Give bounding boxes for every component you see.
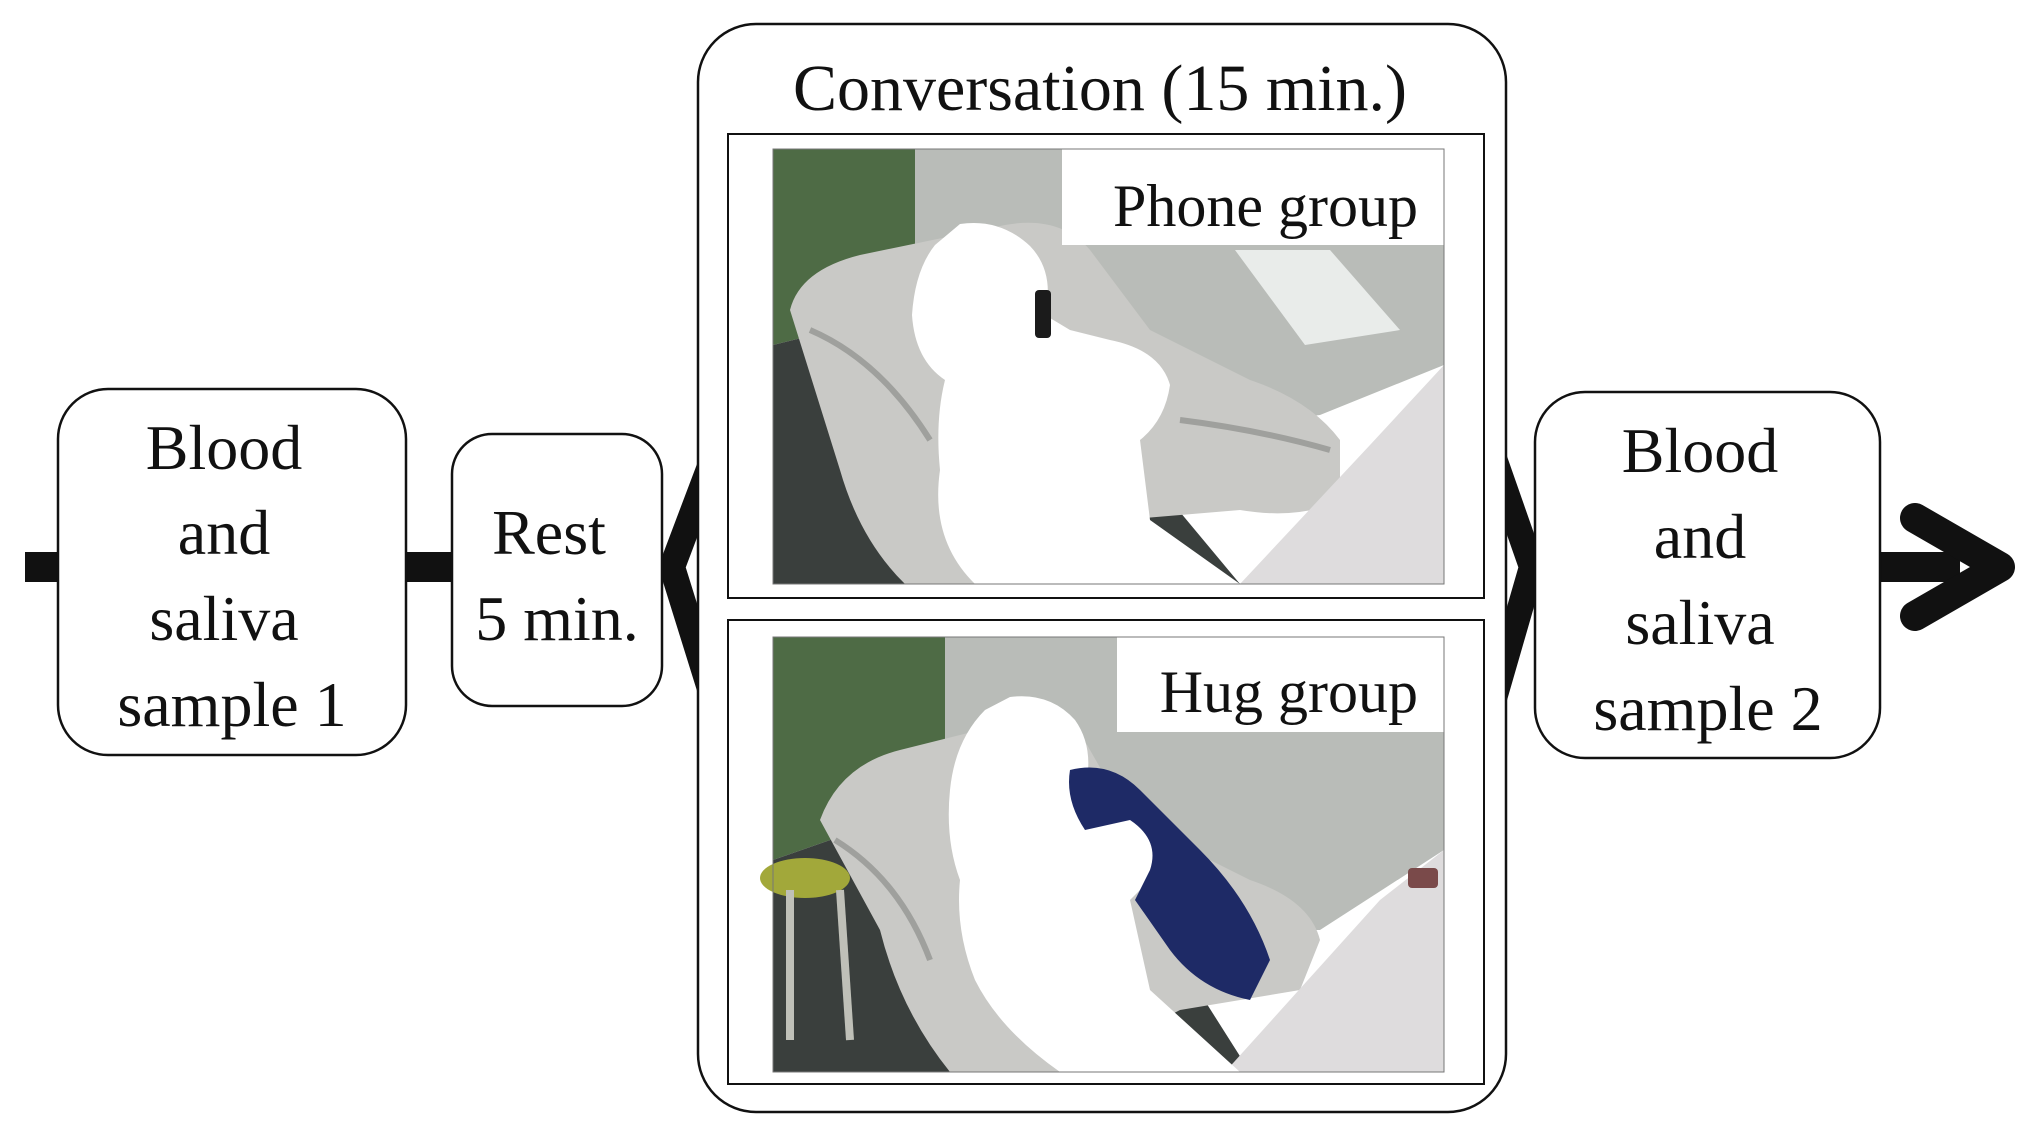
phone-group-panel: Phone group (727, 133, 1485, 599)
sample1-line: sample 1 (117, 669, 346, 740)
pillow-icon (1069, 767, 1270, 1000)
rest-step: Rest 5 min. (450, 432, 664, 708)
photo-stool-leg (836, 889, 854, 1041)
sample1-step: Blood and saliva sample 1 (56, 387, 408, 757)
phone-group-photo (772, 148, 1445, 585)
sample1-box (56, 387, 408, 757)
photo-border (772, 148, 1445, 585)
sample2-box (1533, 390, 1882, 760)
person-silhouette-icon (912, 222, 1240, 585)
sample2-step: Blood and saliva sample 2 (1533, 390, 1882, 760)
sample2-label: Blood and saliva sample 2 (1593, 415, 1822, 744)
photo-sofa-seam (808, 327, 1331, 453)
person-silhouette-icon (948, 696, 1240, 1072)
sample1-line: and (178, 497, 270, 568)
photo-sofa-seam (833, 837, 933, 962)
sample2-line: saliva (1625, 587, 1774, 658)
conversation-title: Conversation (15 min.) (793, 52, 1407, 125)
rest-line: Rest (492, 497, 606, 568)
sample2-line: Blood (1622, 415, 1778, 486)
sample1-line: saliva (149, 583, 298, 654)
hug-group-label: Hug group (1160, 659, 1418, 725)
conversation-step: Conversation (15 min.) (696, 22, 1508, 1114)
phone-icon (1035, 290, 1051, 338)
photo-window-light (1235, 250, 1400, 345)
hug-group-panel: Hug group (727, 619, 1485, 1085)
rest-line: 5 min. (475, 583, 639, 654)
sample1-line: Blood (146, 412, 302, 483)
photo-desk (1240, 365, 1444, 584)
rest-box (450, 432, 664, 708)
rest-label: Rest 5 min. (475, 497, 639, 654)
photo-desk (1225, 850, 1444, 1072)
photo-label-cutout (1062, 149, 1444, 245)
phone-group-label: Phone group (1113, 173, 1418, 239)
photo-label-cutout (1117, 637, 1444, 732)
sample2-line: and (1654, 501, 1746, 572)
arrow-right-icon (1900, 503, 2015, 631)
sample2-line: sample 2 (1593, 673, 1822, 744)
photo-border (772, 636, 1445, 1073)
photo-stool (760, 858, 850, 898)
photo-desk-item (1408, 868, 1438, 888)
sample1-label: Blood and saliva sample 1 (117, 412, 346, 740)
hug-group-photo (760, 636, 1445, 1073)
